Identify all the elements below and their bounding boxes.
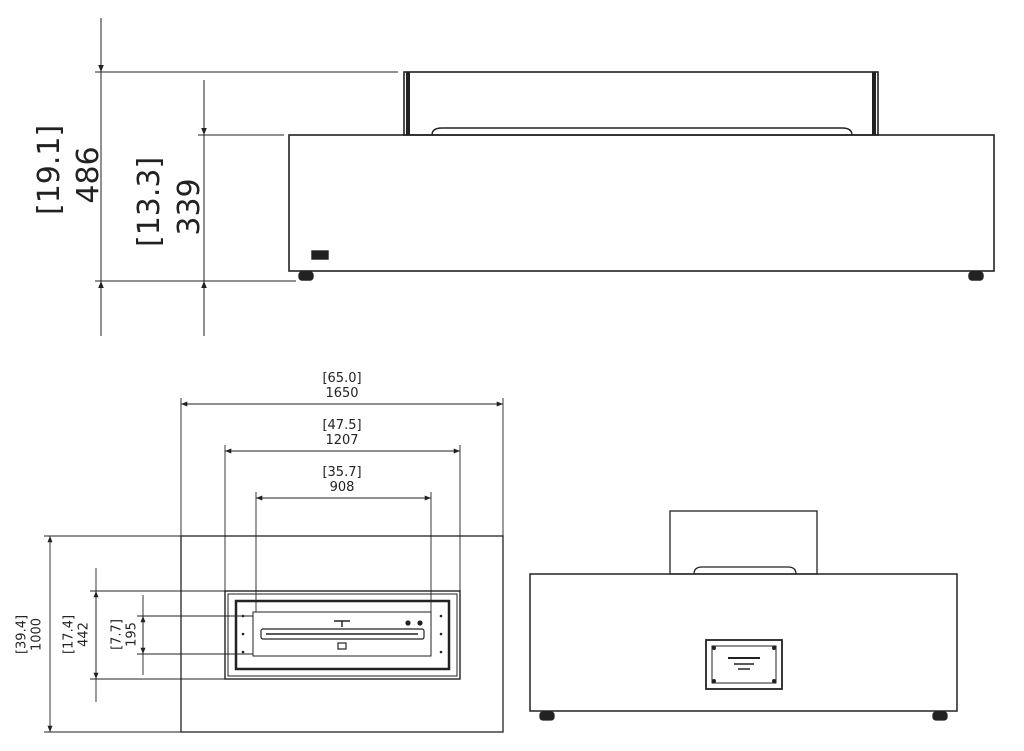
control-badge <box>311 250 329 260</box>
plan-view <box>44 398 504 733</box>
tray-width-mm-label: 1207 <box>325 433 359 448</box>
overall-height-mm-label: 486 <box>71 146 106 204</box>
burner-width-mm-label: 908 <box>329 480 355 495</box>
overall-height-inch-label: [19.1] <box>32 124 67 215</box>
burner-width-inch-label: [35.7] <box>322 465 362 480</box>
body-height-inch-label: [13.3] <box>132 156 167 247</box>
end-control-panel <box>705 639 783 690</box>
foot-right <box>968 271 984 281</box>
fire-table-body <box>288 134 995 272</box>
burner-slot <box>260 628 425 640</box>
end-foot-right <box>932 711 948 721</box>
glass-wind-guard <box>403 71 879 136</box>
table-top-outline <box>180 535 504 733</box>
burner-tray-inner <box>234 599 451 671</box>
burner-depth-mm-label: 195 <box>124 622 140 647</box>
end-glass-wind-guard <box>669 510 818 575</box>
end-elevation-view <box>529 510 958 721</box>
end-foot-left <box>539 711 555 721</box>
overall-width-mm-label: 1650 <box>325 386 359 401</box>
burner-tray-outer <box>224 590 461 680</box>
overall-depth-mm-label: 1000 <box>29 617 45 652</box>
foot-left <box>298 271 314 281</box>
overall-depth-inch-label: [39.4] <box>14 614 30 655</box>
burner-plate <box>252 611 432 657</box>
tray-depth-mm-label: 442 <box>76 622 92 647</box>
end-body <box>529 573 958 712</box>
overall-width-inch-label: [65.0] <box>322 371 362 386</box>
tray-width-inch-label: [47.5] <box>322 418 362 433</box>
tray-depth-inch-label: [17.4] <box>61 614 77 655</box>
burner-top-edge <box>431 127 853 136</box>
side-elevation-view <box>95 18 995 336</box>
body-height-mm-label: 339 <box>172 178 207 236</box>
burner-depth-inch-label: [7.7] <box>109 619 125 650</box>
